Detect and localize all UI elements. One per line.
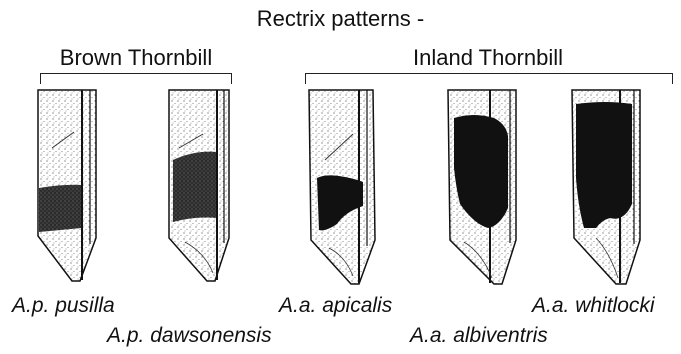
feather-apicalis xyxy=(303,88,383,288)
feather-whitlocki xyxy=(566,88,648,288)
figure-title: Rectrix patterns - xyxy=(0,6,681,32)
bracket-brown-thornbill xyxy=(40,73,232,84)
species-label-apicalis: A.a. apicalis xyxy=(279,294,392,318)
species-label-whitlocki: A.a. whitlocki xyxy=(532,294,655,318)
species-label-albiventris: A.a. albiventris xyxy=(410,324,548,348)
bracket-inland-thornbill xyxy=(305,73,673,84)
feather-albiventris xyxy=(444,88,524,288)
species-label-dawsonensis: A.p. dawsonensis xyxy=(107,324,272,348)
species-label-pusilla: A.p. pusilla xyxy=(12,294,115,318)
group-label-brown-thornbill: Brown Thornbill xyxy=(40,45,232,71)
feather-dawsonensis xyxy=(165,88,237,284)
feather-pusilla xyxy=(34,88,104,284)
group-label-inland-thornbill: Inland Thornbill xyxy=(305,45,671,71)
